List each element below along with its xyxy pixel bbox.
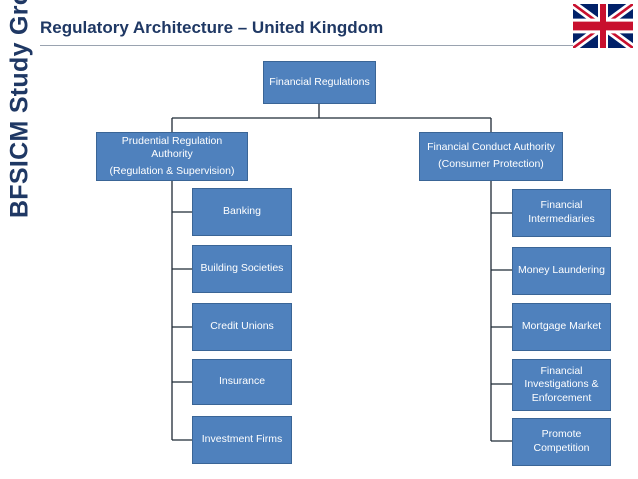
node-left-child-label: Banking [223,205,261,218]
node-left-child-label: Investment Firms [201,433,283,446]
node-left-child: Investment Firms [192,416,292,464]
node-left-child: Credit Unions [192,303,292,351]
uk-flag-icon [573,4,633,48]
node-left-child-label: Insurance [218,375,266,388]
node-right-child-label: Mortgage Market [521,320,602,333]
node-right-child-label: Promote Competition [533,428,590,454]
node-root: Financial Regulations [263,61,376,104]
node-left-child-label: Building Societies [200,262,284,275]
node-left-child: Insurance [192,359,292,405]
node-right-child: Money Laundering [512,247,611,295]
title-divider [40,45,580,46]
node-right-child-label: Financial Investigations & Enforcement [524,364,599,404]
node-pra-subtitle: (Regulation & Supervision) [109,164,235,177]
node-left-child: Banking [192,188,292,236]
node-right-child: Financial Intermediaries [512,189,611,237]
node-pra-name: Prudential Regulation Authority [121,134,223,161]
node-left-child-label: Credit Unions [210,320,274,333]
node-right-child-label: Financial Intermediaries [528,199,595,225]
node-financial-conduct-authority: Financial Conduct Authority (Consumer Pr… [419,132,563,181]
node-left-child: Building Societies [192,245,292,293]
node-right-child-label: Money Laundering [518,264,605,277]
node-right-child: Promote Competition [512,418,611,466]
node-fca-name: Financial Conduct Authority [427,141,555,154]
slide-title: Regulatory Architecture – United Kingdom [40,18,384,37]
node-prudential-regulation-authority: Prudential Regulation Authority (Regulat… [96,132,248,181]
node-root-label: Financial Regulations [269,75,370,88]
node-right-child: Mortgage Market [512,303,611,351]
node-right-child: Financial Investigations & Enforcement [512,359,611,411]
node-fca-subtitle: (Consumer Protection) [438,158,544,170]
